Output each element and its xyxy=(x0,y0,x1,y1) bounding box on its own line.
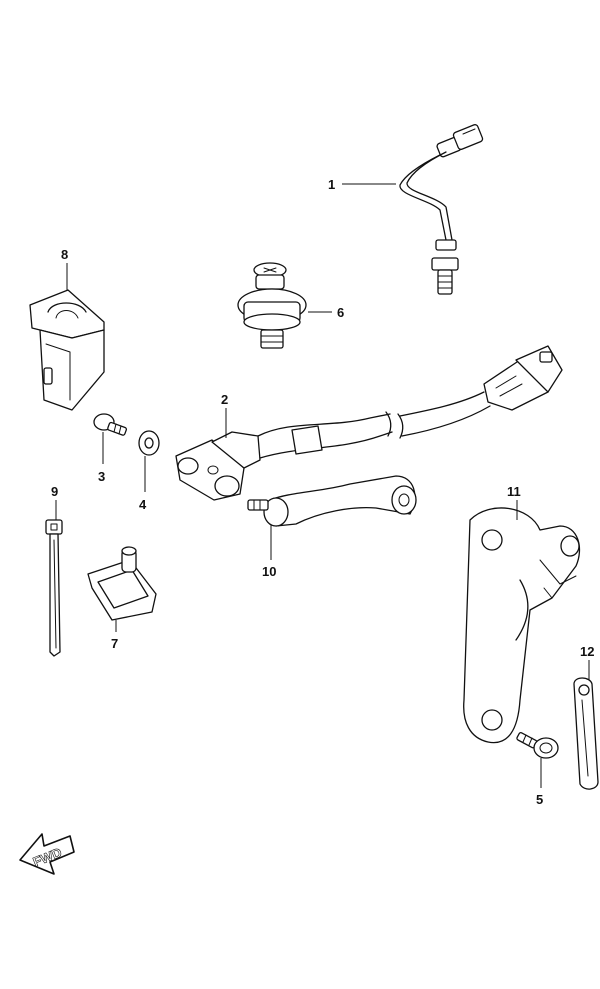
label-part-12: 12 xyxy=(580,644,594,659)
part-10-lever xyxy=(247,475,417,527)
label-part-9: 9 xyxy=(51,484,58,499)
label-part-7: 7 xyxy=(111,636,118,651)
part-5-bolt xyxy=(516,732,559,759)
label-part-1: 1 xyxy=(328,177,335,192)
part-7-clip xyxy=(87,546,157,621)
part-6-pressure-switch xyxy=(237,262,307,349)
label-part-10: 10 xyxy=(262,564,276,579)
fwd-arrow-icon: FWD xyxy=(19,833,75,875)
part-9-cable-tie xyxy=(45,519,63,657)
label-part-11: 11 xyxy=(507,484,521,499)
label-part-2: 2 xyxy=(221,392,228,407)
label-part-4: 4 xyxy=(139,497,147,512)
label-part-5: 5 xyxy=(536,792,543,807)
part-3-bolt xyxy=(93,413,128,436)
part-12-strap xyxy=(573,677,599,790)
part-8-holder xyxy=(29,289,105,411)
part-1-sensor-cable xyxy=(399,124,484,295)
label-part-3: 3 xyxy=(98,469,105,484)
part-11-bracket xyxy=(463,507,581,744)
part-4-washer xyxy=(138,430,160,456)
label-part-6: 6 xyxy=(337,305,344,320)
label-part-8: 8 xyxy=(61,247,68,262)
part-2-sensor-harness xyxy=(175,345,563,501)
